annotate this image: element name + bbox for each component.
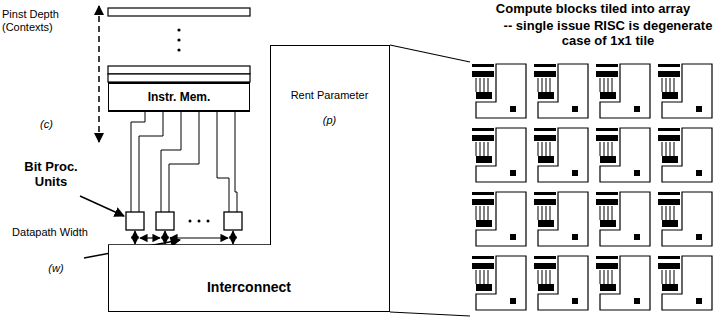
node-label: Interconnect bbox=[109, 279, 389, 295]
instruction-wire bbox=[217, 112, 229, 212]
memory-box: Instr. Mem. bbox=[108, 82, 250, 112]
parameter-symbol: (w) bbox=[36, 262, 76, 275]
unit-arrows bbox=[135, 231, 233, 244]
compute-tile bbox=[658, 128, 712, 182]
compute-tile bbox=[596, 256, 650, 310]
rent-region: Rent Parameter (p) bbox=[270, 45, 390, 246]
context-plane bbox=[108, 74, 250, 82]
depth-arrow bbox=[98, 6, 100, 142]
parameter-symbol: (p) bbox=[277, 114, 382, 127]
compute-tile bbox=[596, 192, 650, 246]
pointer-line bbox=[80, 196, 124, 216]
compute-tile bbox=[596, 64, 650, 118]
compute-tile bbox=[472, 128, 526, 182]
dimension-label: Datapath Width bbox=[10, 226, 90, 239]
dimension-label: Pinst Depth (Contexts) bbox=[2, 8, 94, 33]
compute-tile bbox=[596, 128, 650, 182]
note-label: -- single issue RISC is degenerate case … bbox=[500, 19, 716, 49]
instruction-wire bbox=[139, 112, 163, 212]
zoom-line bbox=[390, 312, 470, 316]
compute-tile bbox=[534, 64, 588, 118]
compute-tile bbox=[658, 256, 712, 310]
ellipsis-dots bbox=[177, 28, 180, 51]
compute-tile bbox=[658, 64, 712, 118]
instruction-wire bbox=[169, 112, 199, 212]
instruction-wire bbox=[235, 112, 237, 212]
instruction-wire bbox=[161, 112, 181, 212]
compute-tile bbox=[472, 64, 526, 118]
bit-proc-unit bbox=[126, 212, 242, 230]
compute-tile bbox=[472, 256, 526, 310]
context-plane bbox=[108, 66, 250, 74]
compute-tile bbox=[658, 192, 712, 246]
compute-tile bbox=[472, 192, 526, 246]
instruction-wire bbox=[131, 112, 145, 212]
interconnect-box: Interconnect bbox=[108, 245, 390, 312]
node-label: Rent Parameter bbox=[277, 89, 382, 102]
ellipsis-dots bbox=[189, 220, 210, 223]
context-plane bbox=[108, 8, 250, 16]
tile-array bbox=[472, 64, 712, 310]
compute-tile bbox=[534, 256, 588, 310]
part-label: Bit Proc. Units bbox=[8, 160, 94, 190]
heading-label: Compute blocks tiled into array bbox=[470, 2, 716, 17]
compute-tile bbox=[534, 128, 588, 182]
zoom-line bbox=[390, 45, 470, 62]
instruction-wires bbox=[131, 112, 237, 212]
parameter-symbol: (c) bbox=[40, 118, 80, 131]
compute-tile bbox=[534, 192, 588, 246]
node-label: Instr. Mem. bbox=[109, 91, 249, 105]
